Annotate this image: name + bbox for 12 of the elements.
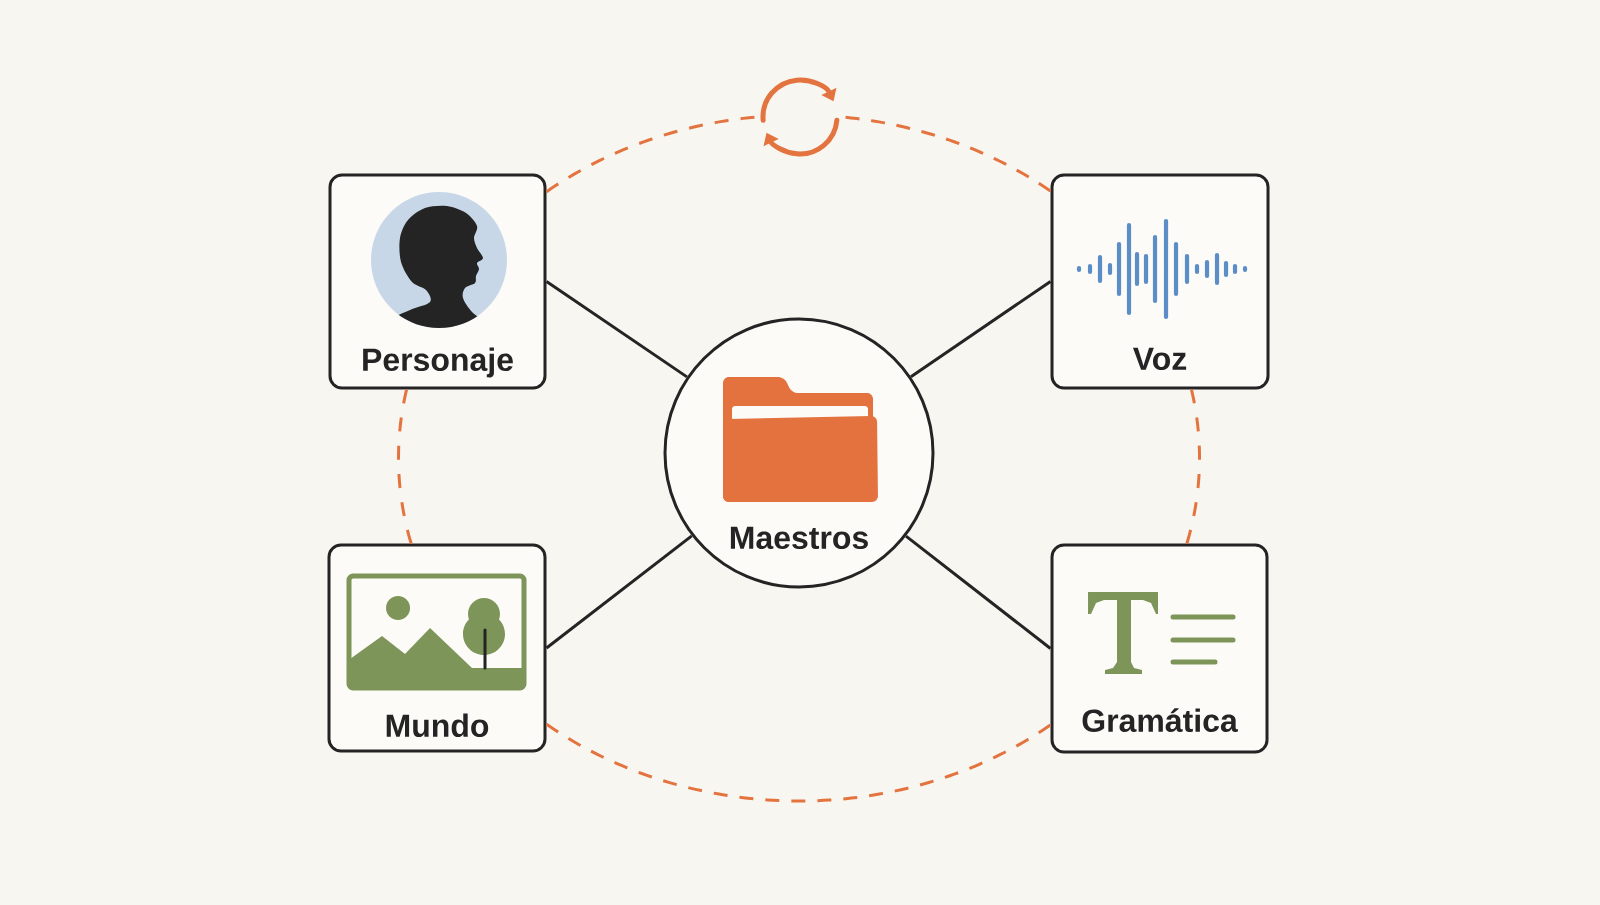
dashed-arc — [845, 115, 1052, 193]
dashed-arc — [1185, 389, 1201, 544]
card: Gramática — [1050, 543, 1269, 754]
dashed-arc — [545, 115, 755, 193]
card: Voz — [1050, 173, 1270, 390]
connector-line — [545, 280, 688, 379]
refresh-icon — [760, 77, 840, 157]
connector-line — [905, 535, 1052, 650]
connector-line — [545, 534, 693, 650]
dashed-arc — [545, 723, 1052, 803]
connector-line — [910, 280, 1052, 378]
dashed-arc — [397, 389, 413, 544]
